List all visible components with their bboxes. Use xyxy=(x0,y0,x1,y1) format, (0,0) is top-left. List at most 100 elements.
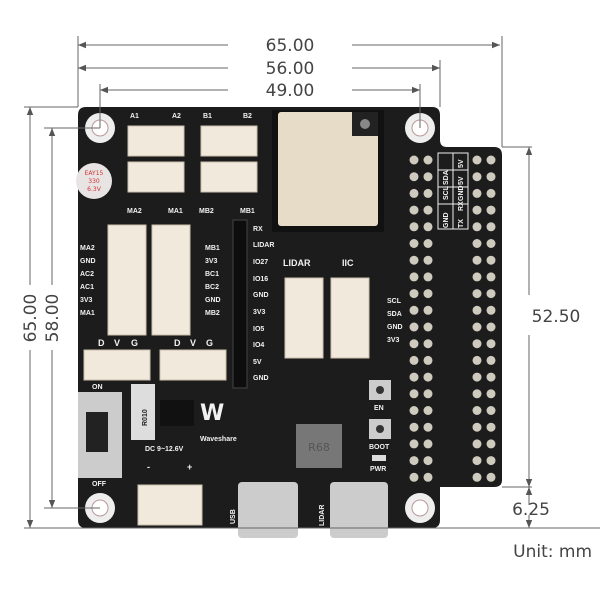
header-pin xyxy=(409,355,419,365)
header-pin xyxy=(409,339,419,349)
svg-text:GND: GND xyxy=(253,292,269,299)
header-pin xyxy=(472,389,482,399)
dim-width-total: 65.00 xyxy=(266,36,315,56)
header-pin xyxy=(423,239,433,248)
iic-label: IIC xyxy=(342,258,354,268)
svg-text:R010: R010 xyxy=(142,409,149,426)
svg-text:MB1: MB1 xyxy=(205,245,220,252)
svg-text:IO16: IO16 xyxy=(253,276,268,283)
esp32-module xyxy=(272,110,384,232)
header-pin xyxy=(409,456,419,466)
svg-text:R68: R68 xyxy=(308,441,330,454)
header-pin xyxy=(486,355,496,365)
svg-text:IO5: IO5 xyxy=(253,326,264,333)
svg-text:GND: GND xyxy=(253,375,269,382)
ic-chip xyxy=(160,400,194,426)
svg-text:SDA: SDA xyxy=(443,170,450,185)
svg-text:IO4: IO4 xyxy=(253,342,264,349)
en-label: EN xyxy=(374,405,384,412)
header-pin xyxy=(486,172,496,182)
header-pin xyxy=(423,255,433,265)
header-pin xyxy=(423,305,433,315)
header-pin xyxy=(409,289,419,299)
unit-label: Unit: mm xyxy=(513,542,592,562)
gpio-header xyxy=(232,219,248,389)
svg-text:BC2: BC2 xyxy=(205,284,219,291)
header-pin xyxy=(409,155,419,165)
svg-text:EAY15: EAY15 xyxy=(85,170,104,177)
header-pin xyxy=(409,172,419,182)
header-pin xyxy=(472,289,482,299)
brand-label: Waveshare xyxy=(200,436,237,443)
header-pin xyxy=(423,222,433,232)
svg-text:RX: RX xyxy=(253,226,263,233)
header-pin xyxy=(423,339,433,349)
header-pin xyxy=(472,305,482,315)
header-pin xyxy=(409,222,419,232)
header-pin xyxy=(486,456,496,466)
dim-height-total: 65.00 xyxy=(21,294,41,343)
header-pin xyxy=(486,205,496,215)
svg-text:V: V xyxy=(190,338,196,348)
svg-text:LIDAR: LIDAR xyxy=(319,505,326,526)
svg-text:MA2: MA2 xyxy=(80,245,95,252)
svg-text:D: D xyxy=(98,338,105,348)
label-a2: A2 xyxy=(172,113,181,120)
svg-text:G: G xyxy=(206,338,213,348)
header-pin xyxy=(472,456,482,466)
header-pin xyxy=(472,322,482,332)
motor-connectors xyxy=(83,125,370,526)
usb-c-port[interactable] xyxy=(238,482,298,538)
header-pin xyxy=(486,322,496,332)
capacitor: EAY15 330 6.3V xyxy=(76,163,112,199)
header-pin xyxy=(423,272,433,282)
header-pin xyxy=(472,355,482,365)
svg-text:AC2: AC2 xyxy=(80,271,94,278)
lidar-usb-c-port[interactable] xyxy=(330,482,388,538)
header-pin xyxy=(486,272,496,282)
header-pin xyxy=(472,188,482,198)
svg-text:D: D xyxy=(174,338,181,348)
uart-pin-table: GND SCL SDA TX RX GND 5V 5V xyxy=(437,152,469,230)
svg-text:MB2: MB2 xyxy=(205,310,220,317)
header-pin xyxy=(486,472,496,482)
header-pin xyxy=(472,439,482,449)
pwr-led xyxy=(372,455,386,461)
label-a1: A1 xyxy=(130,113,139,120)
header-pin xyxy=(486,289,496,299)
svg-text:TX: TX xyxy=(458,219,465,228)
inductor xyxy=(296,424,342,468)
header-pin xyxy=(472,272,482,282)
dimension-lines xyxy=(24,36,600,529)
header-pin xyxy=(409,406,419,415)
header-pin xyxy=(409,255,419,265)
header-pin xyxy=(486,305,496,315)
svg-text:G: G xyxy=(131,338,138,348)
power-input-label: DC 9~12.6V xyxy=(145,446,184,453)
iic-pin-labels: SCL SDA GND 3V3 xyxy=(387,298,403,344)
header-pin xyxy=(423,372,433,382)
lidar-label: LIDAR xyxy=(283,258,311,268)
encoder-pin-labels: MA2 GND AC2 AC1 3V3 MA1 MB1 3V3 BC1 BC2 … xyxy=(80,245,221,317)
power-switch[interactable] xyxy=(78,392,122,478)
header-pin xyxy=(486,439,496,449)
header-pin xyxy=(472,472,482,482)
dim-width-holes: 49.00 xyxy=(266,81,315,101)
dim-header-height: 52.50 xyxy=(532,307,581,327)
header-pin xyxy=(486,188,496,198)
svg-text:6.3V: 6.3V xyxy=(87,186,102,193)
label-b2: B2 xyxy=(243,113,252,120)
svg-text:330: 330 xyxy=(88,178,100,185)
header-pin xyxy=(472,339,482,349)
svg-text:5V: 5V xyxy=(458,176,465,185)
svg-text:3V3: 3V3 xyxy=(205,258,218,265)
svg-text:GND: GND xyxy=(80,258,96,265)
svg-text:V: V xyxy=(114,338,120,348)
header-pin xyxy=(486,222,496,232)
waveshare-logo-icon: W xyxy=(200,401,224,426)
header-pin xyxy=(423,472,433,482)
header-pin xyxy=(472,239,482,248)
gpio-labels: RX LIDAR IO27 IO16 GND 3V3 IO5 IO4 5V GN… xyxy=(253,226,274,382)
header-pin xyxy=(409,389,419,399)
pwr-label: PWR xyxy=(370,466,386,473)
